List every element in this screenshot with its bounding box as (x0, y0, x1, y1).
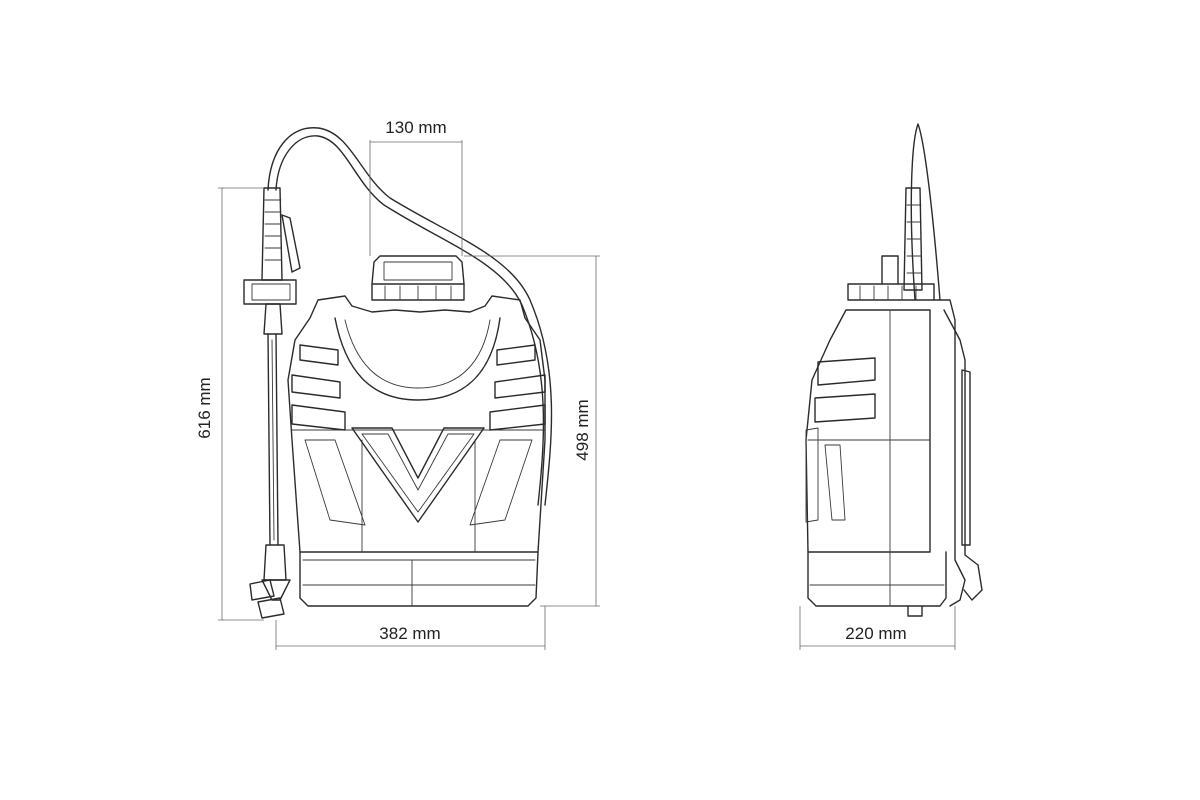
front-view: 130 mm 616 mm 498 mm 382 mm (195, 118, 600, 650)
dim-label-382: 382 mm (379, 624, 440, 643)
dim-label-220: 220 mm (845, 624, 906, 643)
front-hose (267, 127, 553, 506)
side-tank-body (805, 309, 947, 617)
dim-220: 220 mm (799, 606, 956, 650)
side-strap (933, 299, 983, 607)
side-lance (903, 187, 923, 291)
front-right-vents (469, 344, 546, 526)
front-lance (243, 187, 301, 619)
dim-130: 130 mm (369, 118, 463, 256)
dim-label-130: 130 mm (385, 118, 446, 137)
front-v-emblem (351, 427, 485, 523)
dim-382: 382 mm (275, 606, 546, 650)
dim-label-616: 616 mm (195, 377, 214, 438)
side-hose (910, 123, 941, 301)
front-tank-body (287, 295, 546, 607)
dim-616: 616 mm (195, 187, 264, 621)
front-left-vents (291, 344, 366, 526)
front-cap (371, 255, 465, 301)
side-view: 220 mm (799, 123, 983, 650)
side-cap (847, 255, 935, 301)
dim-498: 498 mm (464, 255, 600, 607)
dim-label-498: 498 mm (573, 399, 592, 460)
